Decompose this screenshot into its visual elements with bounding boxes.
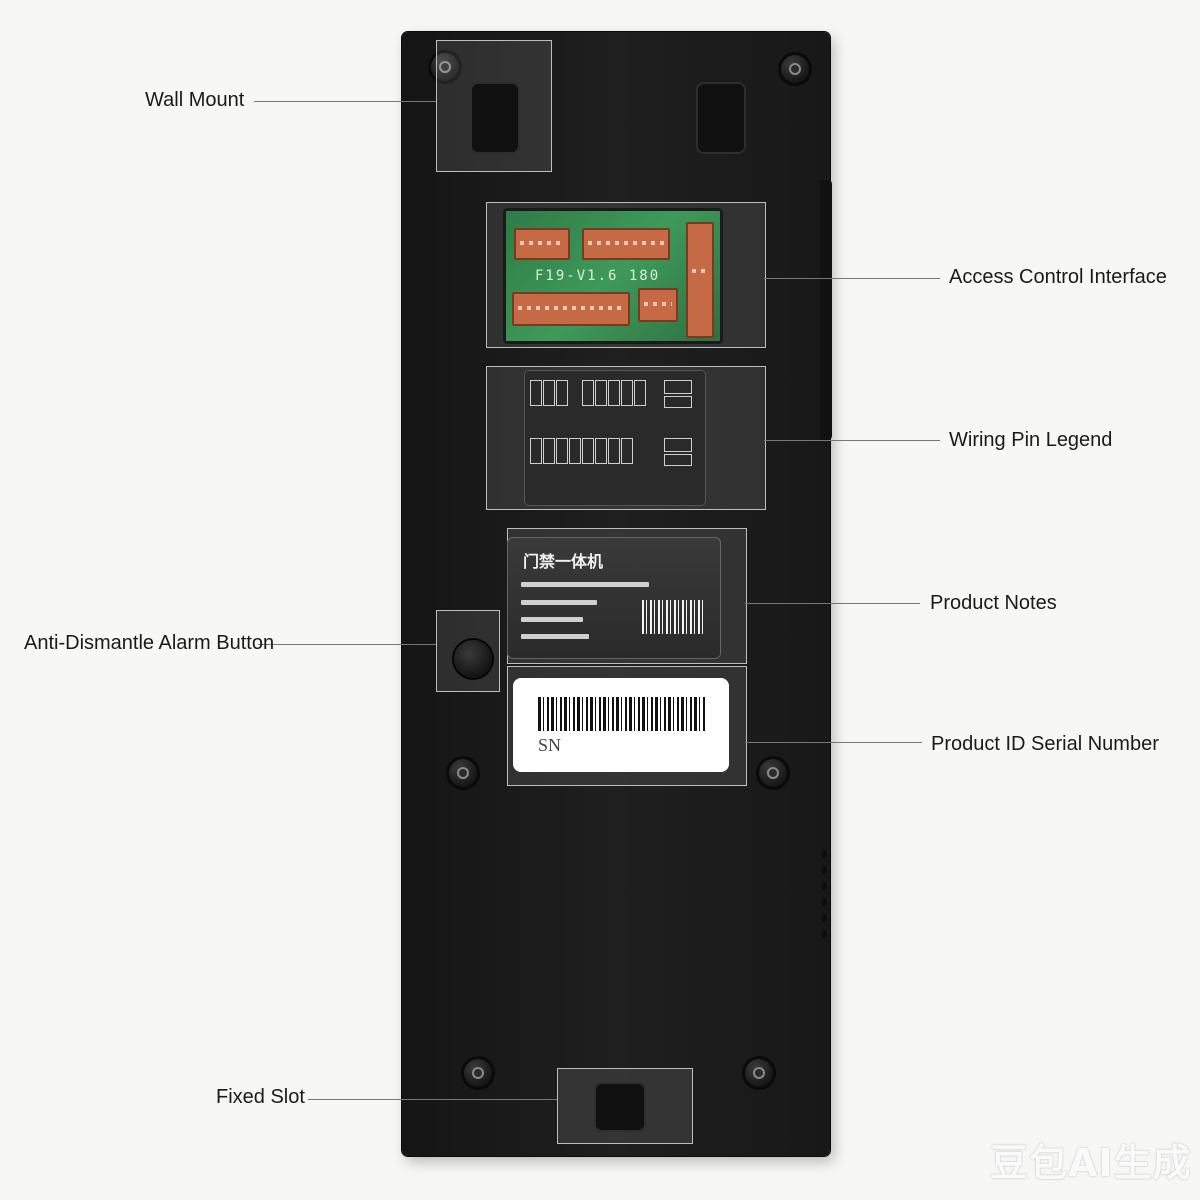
wiring-pin-legend-leader	[764, 440, 940, 441]
screw-icon	[428, 50, 462, 84]
vent-slot	[822, 882, 827, 890]
screw-icon	[446, 756, 480, 790]
side-rail	[820, 180, 832, 440]
vent-slot	[822, 930, 827, 938]
serial-barcode	[538, 697, 706, 731]
wall-mount-leader	[254, 101, 436, 102]
pin-grid-top	[530, 380, 692, 416]
product-notes-label: Product Notes	[930, 592, 1057, 614]
notes-text-line	[521, 634, 589, 639]
watermark: 豆包AI生成	[990, 1141, 1192, 1185]
wiring-pin-legend-label: Wiring Pin Legend	[949, 429, 1113, 451]
vent-slot	[822, 898, 827, 906]
notes-barcode	[642, 600, 706, 634]
notes-text-line	[521, 600, 597, 605]
screw-icon	[756, 756, 790, 790]
vent-slot	[822, 850, 827, 858]
wall-mount-slot	[470, 82, 520, 154]
anti-dismantle-alarm-button-leader	[258, 644, 436, 645]
wall-mount-label: Wall Mount	[145, 89, 245, 111]
fixed-slot	[594, 1082, 646, 1132]
notes-sticker-title: 门禁一体机	[523, 554, 604, 571]
screw-icon	[778, 52, 812, 86]
screw-icon	[742, 1056, 776, 1090]
pcb-marking: F19-V1.6 180	[535, 268, 661, 284]
product-id-serial-number-label: Product ID Serial Number	[931, 733, 1159, 755]
vent-slot	[822, 866, 827, 874]
screw-icon	[461, 1056, 495, 1090]
vent-slot	[822, 914, 827, 922]
terminal-connector	[686, 222, 714, 338]
fixed-slot-leader	[308, 1099, 557, 1100]
terminal-connector	[638, 288, 678, 322]
notes-text-line	[521, 582, 649, 587]
wall-mount-slot	[696, 82, 746, 154]
fixed-slot-label: Fixed Slot	[216, 1086, 305, 1108]
pin-grid-bottom	[530, 438, 692, 474]
product-id-serial-number-leader	[745, 742, 922, 743]
access-control-interface-leader	[764, 278, 940, 279]
access-control-interface-label: Access Control Interface	[949, 266, 1167, 288]
terminal-connector	[512, 292, 630, 326]
anti-dismantle-alarm-button-label: Anti-Dismantle Alarm Button	[24, 632, 275, 654]
terminal-connector	[514, 228, 570, 260]
tamper-button	[454, 640, 492, 678]
serial-label-text: SN	[538, 735, 562, 755]
terminal-connector	[582, 228, 670, 260]
product-notes-leader	[745, 603, 920, 604]
notes-text-line	[521, 617, 583, 622]
